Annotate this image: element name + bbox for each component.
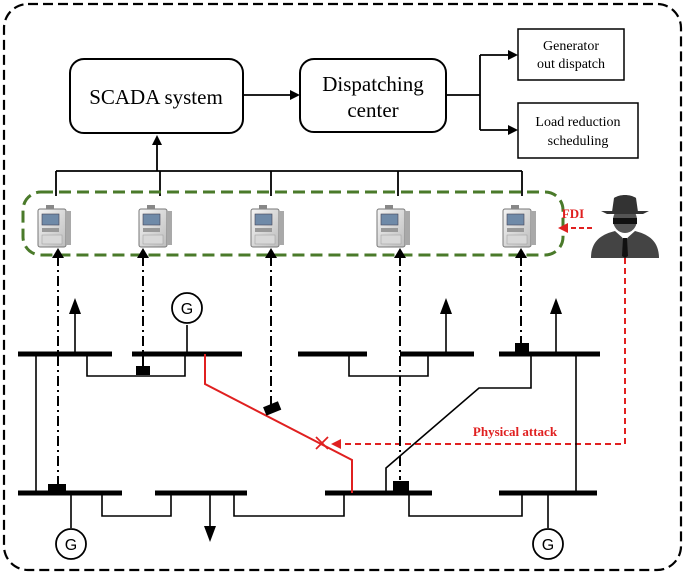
load-box-line2: scheduling — [548, 134, 609, 149]
smart-meter-icon — [250, 204, 285, 248]
load-arrow-icon — [550, 298, 562, 354]
smart-meter-icon — [502, 204, 537, 248]
load-arrow-icon — [69, 298, 81, 354]
measurement-links — [57, 256, 522, 486]
transmission-lines — [35, 354, 577, 517]
smart-meter-icon — [376, 204, 411, 248]
dispatching-label-line1: Dispatching — [322, 72, 424, 96]
smart-meter-icon — [138, 204, 173, 248]
sensors — [48, 343, 529, 493]
generator-symbol: G — [65, 537, 77, 554]
scada-label: SCADA system — [89, 85, 223, 109]
line-cut-mark — [315, 436, 329, 450]
measurement-arrowheads — [52, 248, 527, 258]
generator-icon: G — [532, 493, 564, 560]
load-box-line1: Load reduction — [535, 115, 620, 130]
dispatching-center-box: Dispatching center — [299, 58, 447, 133]
dispatching-label-line2: center — [347, 98, 398, 122]
physical-attack-path — [331, 258, 626, 449]
meter-group-boundary — [21, 190, 565, 257]
generator-out-dispatch-box: Generator out dispatch — [517, 28, 625, 81]
generator-box-line1: Generator — [543, 39, 599, 54]
generator-icon: G — [55, 493, 87, 560]
scada-system-box: SCADA system — [69, 58, 244, 134]
load-arrow-icon — [440, 298, 452, 354]
attacked-line — [204, 354, 353, 493]
smart-meter-icon — [37, 204, 72, 248]
hacker-icon — [591, 195, 659, 258]
fdi-label: FDI — [562, 206, 584, 221]
load-reduction-box: Load reduction scheduling — [517, 102, 639, 159]
generator-icon: G — [171, 292, 203, 354]
meter-comm-bus — [55, 135, 523, 196]
physical-attack-label: Physical attack — [473, 424, 558, 439]
generator-symbol: G — [181, 301, 193, 318]
dispatch-fork-arrows — [446, 50, 518, 135]
generator-box-line2: out dispatch — [537, 57, 605, 72]
load-arrow-icon — [204, 493, 216, 542]
generator-symbol: G — [542, 537, 554, 554]
